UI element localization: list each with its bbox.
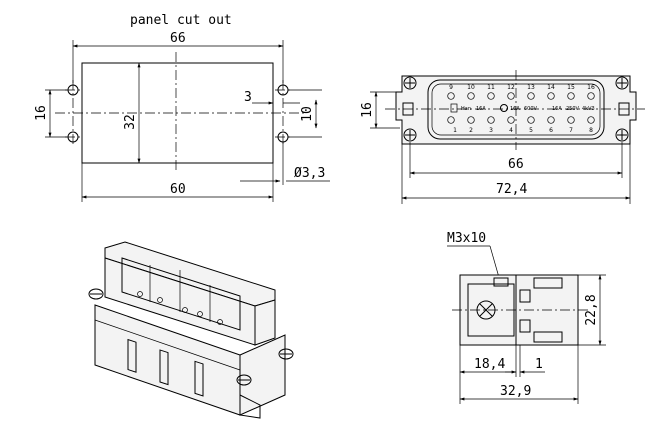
dim-label-16: 16 (34, 105, 49, 121)
contact (587, 92, 595, 100)
front-view: 9 10 11 12 13 14 15 16 1 2 3 4 5 6 7 8 H… (360, 70, 645, 204)
pin-number: 3 (489, 127, 493, 134)
marking-text: Han (461, 106, 471, 112)
contact (547, 116, 555, 124)
contact (447, 92, 455, 100)
dim-label-10: 10 (300, 106, 315, 122)
contact (547, 92, 555, 100)
pin-number: 7 (569, 127, 573, 134)
contact (587, 116, 595, 124)
iso-screw-left (88, 288, 104, 300)
marking-text: 16A (510, 106, 520, 112)
contact (467, 92, 475, 100)
side-contact-bottom (533, 331, 563, 343)
dim-label-1: 1 (535, 357, 543, 372)
iso-window (194, 360, 204, 397)
pin-number: 6 (549, 127, 553, 134)
iso-insert-side (254, 299, 276, 346)
contact (487, 92, 495, 100)
pin-numbers-top: 9 10 11 12 13 14 15 16 (449, 84, 595, 91)
side-view: M3x10 22,8 18,4 1 32,9 (447, 231, 606, 404)
pin-number: 15 (567, 84, 575, 91)
marking-text: 250V (566, 106, 580, 112)
iso-latch (239, 394, 261, 419)
iso-window (127, 338, 137, 373)
contact (507, 92, 515, 100)
contact (507, 116, 515, 124)
dim-label-66: 66 (170, 31, 186, 46)
pin-number: 2 (469, 127, 473, 134)
dim-label-hole: Ø3,3 (294, 166, 325, 181)
dim-label-72-4: 72,4 (496, 182, 527, 197)
marking-text: 16A (552, 106, 562, 112)
dim-label-66-front: 66 (508, 157, 524, 172)
rating-marking: Han 16A 16A 600V 16A 250V 4kV3 (461, 106, 595, 112)
marking-text: 4kV3 (582, 106, 595, 112)
panel-cutout-view: panel cut out 66 32 16 3 (34, 13, 330, 202)
side-latch-bottom (519, 319, 531, 333)
side-ground-cross (479, 303, 493, 317)
dim-label-32-9: 32,9 (500, 384, 531, 399)
iso-cavity (121, 257, 241, 331)
side-latch-top (519, 289, 531, 303)
iso-contacts (137, 291, 223, 325)
contact (467, 116, 475, 124)
contact-row-top (447, 92, 595, 100)
dim-label-60: 60 (170, 182, 186, 197)
pin-number: 13 (527, 84, 535, 91)
marking-text: 600V (524, 106, 538, 112)
pin-number: 4 (509, 127, 513, 134)
iso-ridge (94, 319, 241, 371)
contact (487, 116, 495, 124)
pin-numbers-bottom: 1 2 3 4 5 6 7 8 (453, 127, 593, 134)
pin-number: 9 (449, 84, 453, 91)
pin-number: 5 (529, 127, 533, 134)
pin-number: 8 (589, 127, 593, 134)
isometric-view (88, 241, 294, 419)
pin-number: 16 (587, 84, 595, 91)
screw-top-left (403, 76, 417, 90)
screw-top-right (615, 76, 629, 90)
side-contact-top (533, 277, 563, 289)
dim-label-3: 3 (244, 90, 252, 105)
dim-label-16-front: 16 (360, 102, 375, 118)
coding-key (450, 103, 458, 113)
pin-number: 11 (487, 84, 495, 91)
dim-label-22-8: 22,8 (584, 294, 599, 325)
iso-screw-bottom (236, 374, 252, 386)
pin-number: 14 (547, 84, 555, 91)
panel-cutout-title: panel cut out (130, 13, 232, 28)
contact-row-bottom (447, 116, 595, 124)
screw-label: M3x10 (447, 231, 486, 246)
pin-number: 10 (467, 84, 475, 91)
contact (527, 92, 535, 100)
ground-contact (500, 104, 508, 112)
iso-window (159, 349, 169, 386)
screw-bottom-right (615, 128, 629, 142)
contact (567, 92, 575, 100)
contact (567, 116, 575, 124)
dim-label-18-4: 18,4 (474, 357, 505, 372)
pin-number: 12 (507, 84, 515, 91)
contact (527, 116, 535, 124)
screw-bottom-left (403, 128, 417, 142)
side-screw-head (493, 277, 509, 287)
dim-label-32: 32 (123, 114, 138, 130)
pin-number: 1 (453, 127, 457, 134)
iso-screw-right-top (278, 348, 294, 360)
contact (447, 116, 455, 124)
marking-text: 16A (476, 106, 486, 112)
